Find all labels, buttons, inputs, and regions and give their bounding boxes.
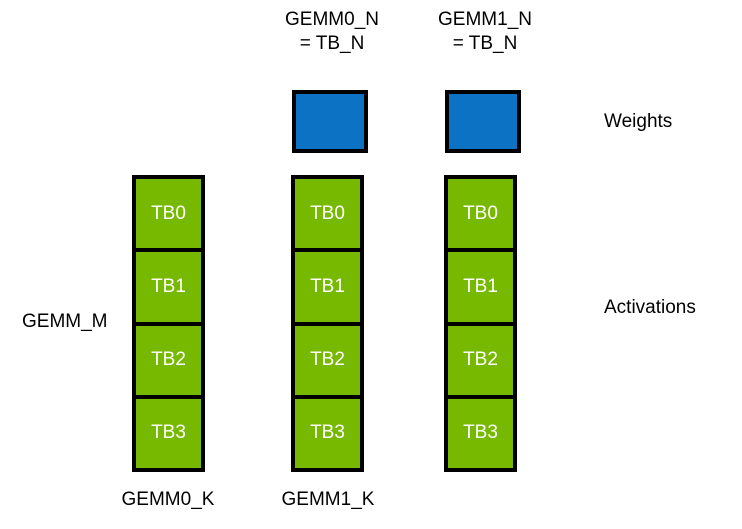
tb-cell: TB3 [136,398,201,468]
gemm0-weights-block [292,90,368,153]
gemm0-activations-left-column: TB0 TB1 TB2 TB3 [132,175,205,472]
tb-cell: TB1 [295,252,360,326]
gemm0-activations-middle-column: TB0 TB1 TB2 TB3 [291,175,364,472]
tb-cell: TB2 [295,325,360,399]
gemm1-weights-block [445,90,521,153]
tb-cell: TB2 [448,325,513,399]
tb-cell: TB0 [295,179,360,253]
tb-cell: TB0 [136,179,201,253]
gemm0-n-label: GEMM0_N = TB_N [285,9,379,54]
gemm1-activations-right-column: TB0 TB1 TB2 TB3 [444,175,517,472]
tb-cell: TB3 [295,398,360,468]
tb-cell: TB3 [448,398,513,468]
tb-cell: TB1 [136,252,201,326]
tb-cell: TB1 [448,252,513,326]
gemm-m-label: GEMM_M [22,311,108,332]
tb-cell: TB0 [448,179,513,253]
gemm1-n-label: GEMM1_N = TB_N [438,9,532,54]
tb-cell: TB2 [136,325,201,399]
gemm0-k-label: GEMM0_K [121,489,215,510]
gemm1-k-label: GEMM1_K [281,489,375,510]
activations-row-label: Activations [604,297,696,318]
weights-row-label: Weights [604,111,673,132]
